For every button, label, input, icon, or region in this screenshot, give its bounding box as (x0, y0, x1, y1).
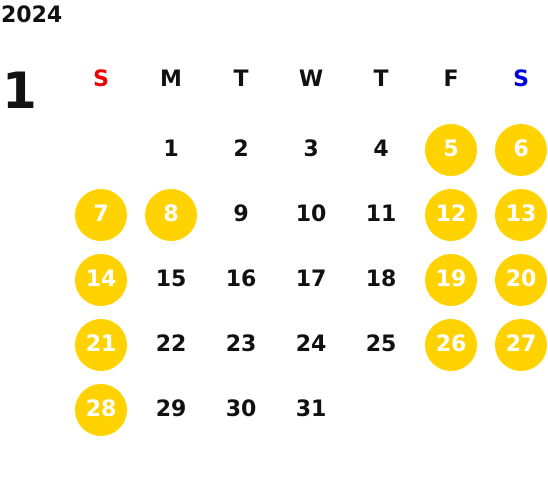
weekday-tue: T (233, 67, 249, 92)
day-cell[interactable]: 9 (233, 202, 249, 227)
day-cell[interactable]: 18 (365, 267, 397, 292)
day-cell[interactable]: 21 (75, 319, 127, 371)
weekday-fri: F (443, 67, 459, 92)
day-cell[interactable]: 3 (303, 137, 319, 162)
year-label: 2024 (1, 3, 63, 28)
day-cell[interactable]: 5 (425, 124, 477, 176)
day-cell[interactable]: 16 (225, 267, 257, 292)
day-cell[interactable]: 11 (365, 202, 397, 227)
day-cell[interactable]: 19 (425, 254, 477, 306)
day-cell[interactable]: 1 (163, 137, 179, 162)
day-cell[interactable]: 20 (495, 254, 547, 306)
day-cell[interactable]: 31 (295, 397, 327, 422)
day-cell[interactable]: 29 (155, 397, 187, 422)
weekday-mon: M (160, 67, 182, 92)
day-cell[interactable]: 13 (495, 189, 547, 241)
day-cell[interactable]: 6 (495, 124, 547, 176)
day-cell[interactable]: 22 (155, 332, 187, 357)
day-cell[interactable]: 28 (75, 384, 127, 436)
day-cell[interactable]: 27 (495, 319, 547, 371)
weekday-sun: S (93, 67, 109, 92)
day-cell[interactable]: 26 (425, 319, 477, 371)
weekday-thu: T (373, 67, 389, 92)
day-cell[interactable]: 8 (145, 189, 197, 241)
day-cell[interactable]: 4 (373, 137, 389, 162)
day-cell[interactable]: 14 (75, 254, 127, 306)
day-cell[interactable]: 30 (225, 397, 257, 422)
day-cell[interactable]: 2 (233, 137, 249, 162)
day-cell[interactable]: 10 (295, 202, 327, 227)
weekday-sat: S (513, 67, 529, 92)
weekday-wed: W (298, 67, 324, 92)
day-cell[interactable]: 7 (75, 189, 127, 241)
day-cell[interactable]: 23 (225, 332, 257, 357)
day-cell[interactable]: 25 (365, 332, 397, 357)
day-cell[interactable]: 12 (425, 189, 477, 241)
day-cell[interactable]: 15 (155, 267, 187, 292)
day-cell[interactable]: 24 (295, 332, 327, 357)
month-label: 1 (2, 62, 37, 120)
day-cell[interactable]: 17 (295, 267, 327, 292)
